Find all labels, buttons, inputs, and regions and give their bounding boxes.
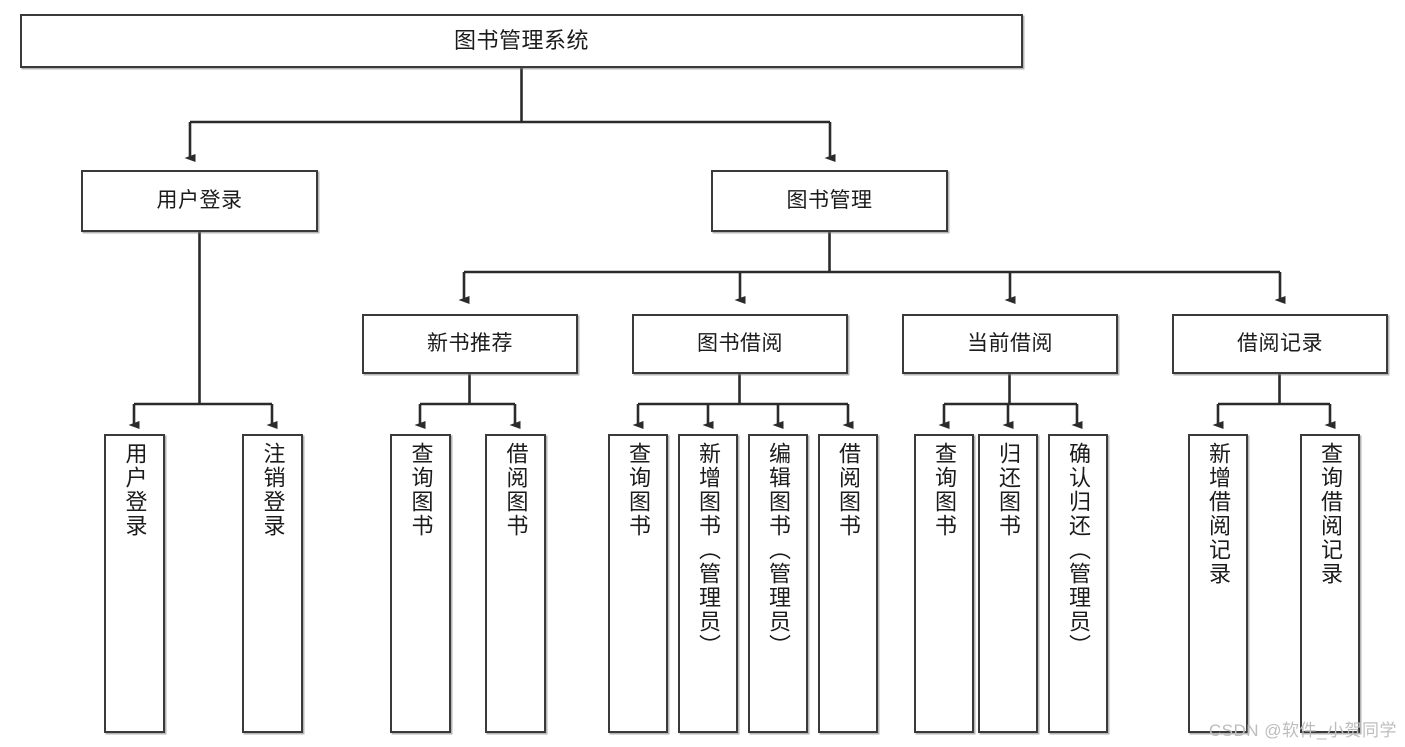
node-current-borrow-label: 当前借阅 (967, 331, 1053, 355)
node-book-management[interactable]: 图书管理 (711, 170, 948, 232)
leaf-return-book[interactable]: 归还图书 (978, 434, 1038, 733)
node-borrow-record-label: 借阅记录 (1237, 331, 1323, 355)
leaf-borrow-book-recommend[interactable]: 借阅图书 (485, 434, 546, 733)
leaf-query-book-recommend-label: 查询图书 (408, 442, 434, 538)
leaf-confirm-return-admin[interactable]: 确认归还（管理员） (1048, 434, 1108, 733)
node-new-book-recommend[interactable]: 新书推荐 (362, 314, 578, 374)
leaf-query-borrow-record-label: 查询借阅记录 (1317, 442, 1343, 586)
node-user-login[interactable]: 用户登录 (81, 170, 318, 232)
watermark: CSDN @软件_小贺同学 (1208, 721, 1397, 740)
leaf-logout-label: 注销登录 (260, 442, 286, 538)
node-root[interactable]: 图书管理系统 (20, 14, 1023, 68)
node-root-label: 图书管理系统 (453, 28, 589, 54)
leaf-borrow-book-label: 借阅图书 (835, 442, 861, 538)
leaf-borrow-book[interactable]: 借阅图书 (818, 434, 878, 733)
node-book-management-label: 图书管理 (786, 188, 873, 212)
leaf-query-borrow-record[interactable]: 查询借阅记录 (1300, 434, 1360, 733)
leaf-query-book-borrow[interactable]: 查询图书 (608, 434, 668, 733)
leaf-add-borrow-record[interactable]: 新增借阅记录 (1188, 434, 1248, 733)
leaf-add-book-admin[interactable]: 新增图书（管理员） (678, 434, 738, 733)
leaf-logout[interactable]: 注销登录 (242, 434, 303, 733)
leaf-add-book-admin-label: 新增图书（管理员） (695, 442, 721, 658)
node-book-borrow[interactable]: 图书借阅 (632, 314, 848, 374)
leaf-query-book-borrow-label: 查询图书 (625, 442, 651, 538)
node-book-borrow-label: 图书借阅 (697, 331, 783, 355)
leaf-query-book-current[interactable]: 查询图书 (914, 434, 974, 733)
leaf-query-book-recommend[interactable]: 查询图书 (390, 434, 451, 733)
leaf-user-login[interactable]: 用户登录 (104, 434, 165, 733)
leaf-add-borrow-record-label: 新增借阅记录 (1205, 442, 1231, 586)
node-current-borrow[interactable]: 当前借阅 (902, 314, 1118, 374)
leaf-query-book-current-label: 查询图书 (931, 442, 957, 538)
node-borrow-record[interactable]: 借阅记录 (1172, 314, 1388, 374)
leaf-borrow-book-recommend-label: 借阅图书 (503, 442, 529, 538)
leaf-return-book-label: 归还图书 (995, 442, 1021, 538)
leaf-edit-book-admin[interactable]: 编辑图书（管理员） (748, 434, 808, 733)
leaf-confirm-return-admin-label: 确认归还（管理员） (1065, 442, 1091, 658)
leaf-edit-book-admin-label: 编辑图书（管理员） (765, 442, 791, 658)
node-user-login-label: 用户登录 (156, 188, 243, 212)
node-new-book-recommend-label: 新书推荐 (427, 331, 513, 355)
leaf-user-login-label: 用户登录 (122, 442, 148, 538)
